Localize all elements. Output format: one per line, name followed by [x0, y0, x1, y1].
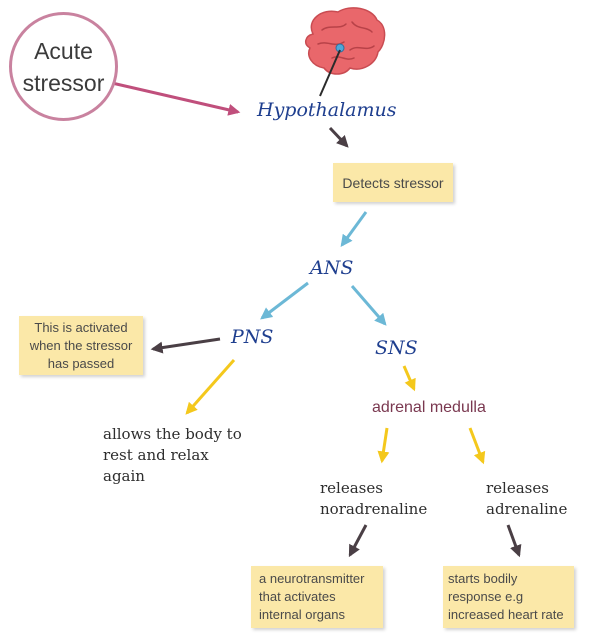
arrow-pns-to-note	[150, 337, 221, 354]
adrenaline-note-line1: starts bodily	[448, 571, 518, 586]
hypothalamus-label: Hypothalamus	[257, 99, 397, 121]
releases-noradrenaline-text: releases noradrenaline	[320, 478, 427, 520]
arrow-adrenal-to-noradrenaline	[377, 427, 390, 464]
arrow-detects-to-ans	[340, 211, 368, 247]
sns-label: SNS	[375, 337, 418, 359]
noradrenaline-line1: releases	[320, 479, 383, 497]
pns-note-line3: has passed	[47, 355, 115, 371]
arrow-noradrenaline-to-note	[348, 524, 368, 558]
pns-note-line1: This is activated	[34, 319, 128, 335]
acute-stressor-circle: Acute stressor	[9, 12, 118, 121]
arrow-pns-to-effect	[185, 359, 236, 415]
adrenaline-note-line2: response e.g	[448, 589, 524, 604]
pns-label: PNS	[231, 326, 274, 348]
arrow-adrenal-to-adrenaline	[468, 427, 486, 465]
pns-effect-line3: again	[103, 467, 145, 485]
detects-stressor-text: Detects stressor	[342, 174, 444, 191]
adrenal-medulla-label: adrenal medulla	[372, 399, 486, 416]
detects-stressor-box: Detects stressor	[333, 163, 453, 202]
pns-note-line2: when the stressor	[29, 337, 133, 353]
brain-pointer-line	[319, 49, 341, 97]
noradrenaline-note-box: a neurotransmitter that activates intern…	[251, 566, 383, 628]
pns-effect-line2: rest and relax	[103, 446, 209, 464]
arrow-hypothalamus-to-detects	[328, 126, 349, 148]
adrenaline-note-box: starts bodily response e.g increased hea…	[443, 566, 574, 628]
pns-note-box: This is activated when the stressor has …	[19, 316, 143, 375]
noradrenaline-note-line2: that activates	[259, 589, 336, 604]
arrow-sns-to-adrenal	[402, 365, 416, 392]
acute-stressor-line1: Acute	[34, 37, 93, 64]
noradrenaline-note-line3: internal organs	[259, 607, 345, 622]
releases-adrenaline-text: releases adrenaline	[486, 478, 567, 520]
ans-label: ANS	[310, 257, 354, 279]
brain-icon	[305, 7, 386, 75]
noradrenaline-note-line1: a neurotransmitter	[259, 571, 365, 586]
arrow-ans-to-pns	[260, 281, 309, 320]
arrow-ans-to-sns	[350, 285, 387, 326]
pns-effect-line1: allows the body to	[103, 425, 242, 443]
adrenaline-line1: releases	[486, 479, 549, 497]
noradrenaline-line2: noradrenaline	[320, 500, 428, 518]
pns-effect-text: allows the body to rest and relax again	[103, 424, 273, 487]
acute-stressor-line2: stressor	[22, 69, 105, 96]
adrenaline-line2: adrenaline	[486, 500, 568, 518]
arrow-stressor-to-hypothalamus	[111, 81, 241, 116]
adrenaline-note-line3: increased heart rate	[448, 607, 564, 622]
arrow-adrenaline-to-note	[506, 524, 522, 558]
